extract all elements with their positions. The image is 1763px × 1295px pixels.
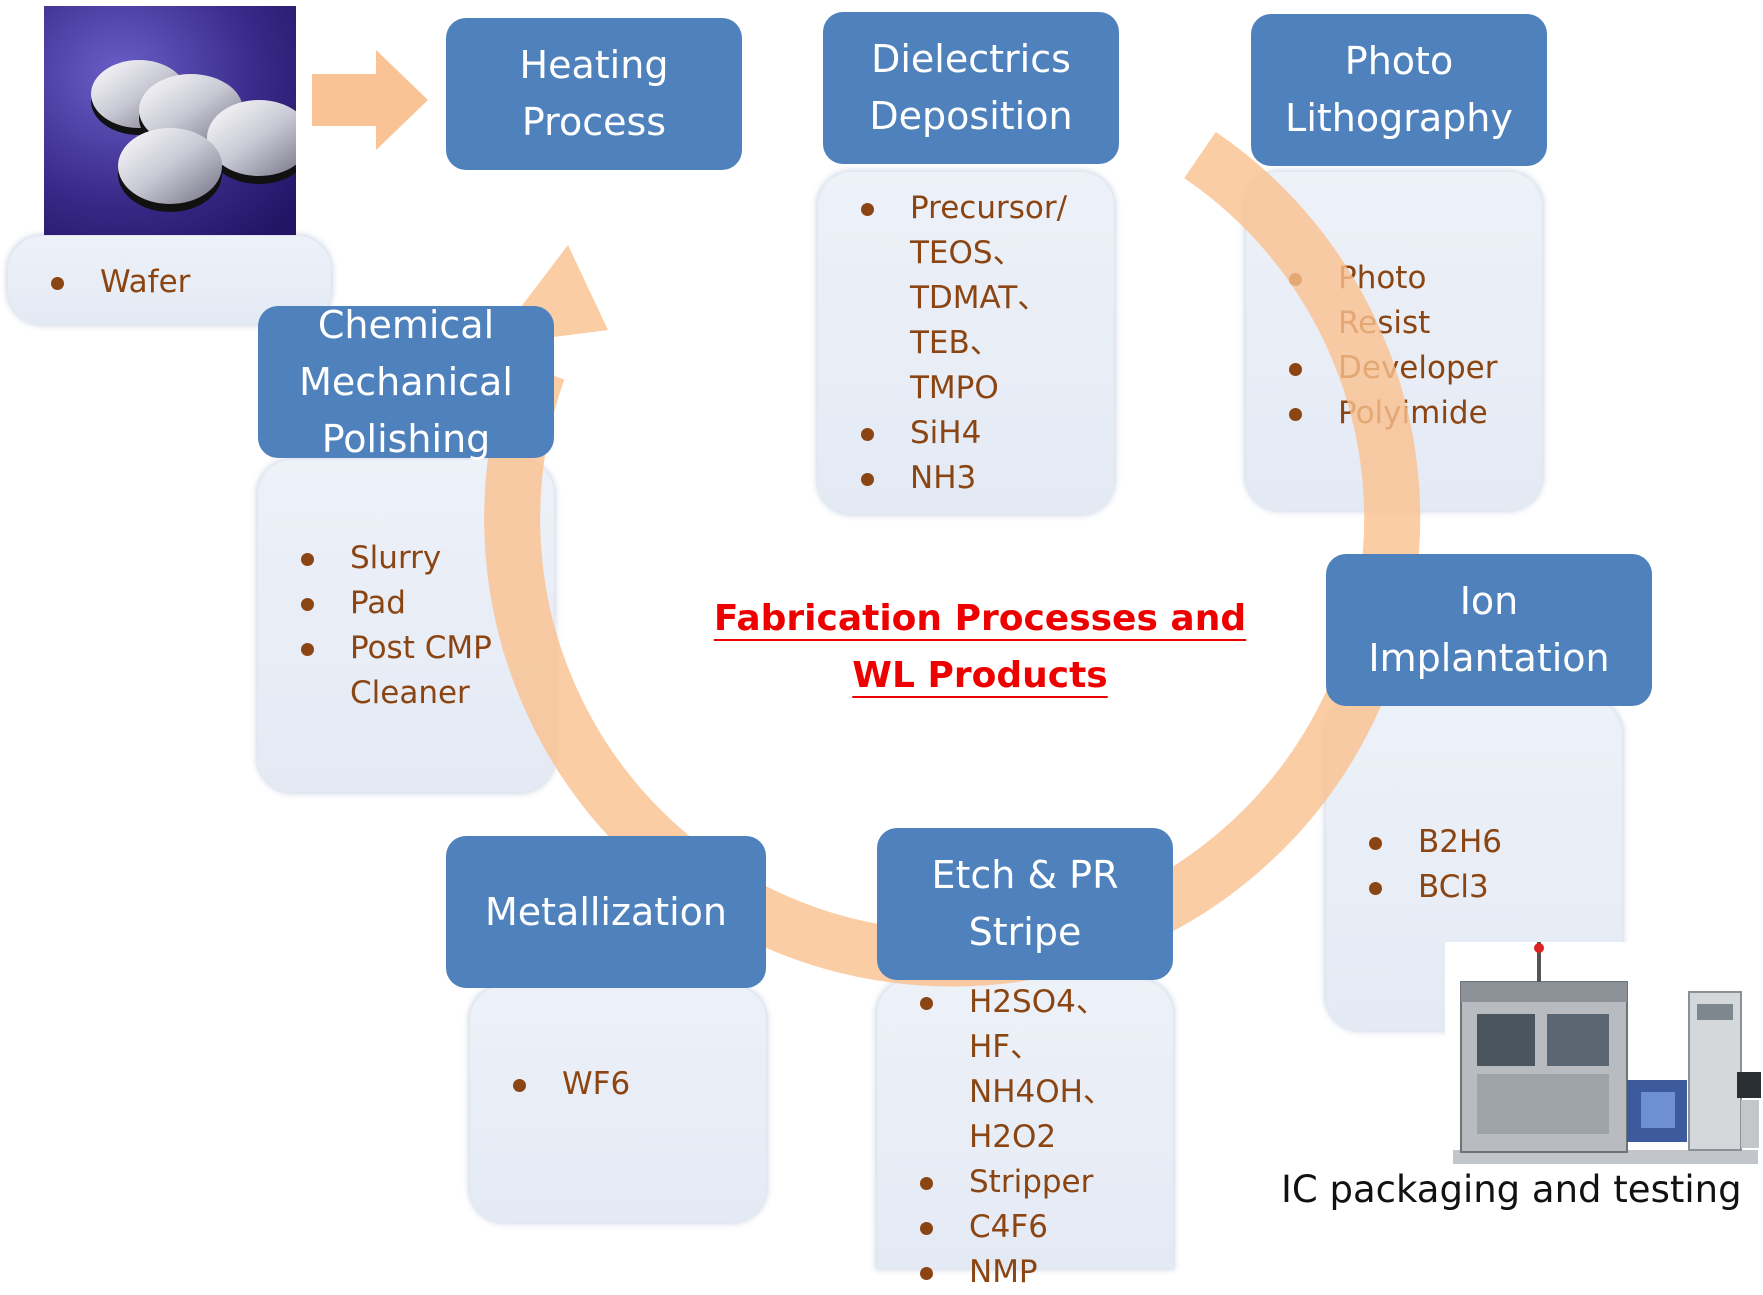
step-label: Polishing [321, 416, 491, 461]
product-item: TEB、 [910, 325, 1001, 361]
product-item: TDMAT、 [910, 280, 1049, 316]
product-item: B2H6 [1369, 820, 1622, 865]
product-item: H2SO4、 [920, 980, 1173, 1025]
product-item: Cleaner [350, 675, 470, 711]
step-label: Implantation [1368, 636, 1610, 680]
step-label: Metallization [484, 889, 728, 934]
product-item: Pad [301, 581, 554, 626]
product-item: Developer [1289, 346, 1542, 391]
product-item: Post CMP [301, 626, 554, 671]
etch-product-panel: H2SO4、 HF、 NH4OH、 H2O2 Stripper C4F6 NMP [877, 980, 1173, 1290]
photo-product-panel: Photo Resist Developer Polyimide [1246, 172, 1542, 510]
title-line: Fabrication Processes and [713, 598, 1247, 639]
product-item: Stripper [920, 1160, 1173, 1205]
step-label: Deposition [869, 94, 1073, 138]
product-item: Polyimide [1289, 391, 1542, 436]
packaging-caption: IC packaging and testing [1281, 1168, 1742, 1211]
product-item: Slurry [301, 536, 554, 581]
step-label: Mechanical [299, 359, 513, 404]
product-item: TMPO [910, 370, 999, 406]
product-item: SiH4 [861, 411, 1114, 456]
step-label: Etch & PR [931, 853, 1119, 897]
product-item: C4F6 [920, 1205, 1173, 1250]
step-label: Heating [519, 43, 669, 87]
product-item: NH3 [861, 456, 1114, 501]
metal-product-panel: WF6 [470, 986, 766, 1222]
product-item: WF6 [513, 1062, 766, 1107]
wafer-product-panel: Wafer [8, 236, 331, 324]
equipment-photo [1445, 942, 1763, 1172]
wafer-to-heating-arrow [312, 50, 428, 150]
cmp-product-panel: Slurry Pad Post CMP Cleaner [258, 460, 554, 792]
product-item: Resist [1338, 305, 1431, 341]
step-label: Stripe [968, 910, 1082, 954]
step-label: Chemical [317, 302, 495, 347]
step-label: Photo [1344, 39, 1454, 83]
product-item: H2O2 [969, 1119, 1057, 1155]
diagram-title: Fabrication Processes and WL Products [700, 590, 1260, 704]
product-item: TEOS、 [910, 235, 1024, 271]
step-label: Ion [1459, 579, 1519, 623]
dielectrics-product-panel: Precursor/ TEOS、 TDMAT、 TEB、 TMPO SiH4 N… [818, 172, 1114, 514]
title-line: WL Products [852, 655, 1108, 696]
step-label: Lithography [1285, 96, 1513, 140]
step-label: Process [521, 100, 667, 144]
step-label: Dielectrics [871, 37, 1071, 81]
etch-pr-stripe-box: Etch & PR Stripe [877, 828, 1173, 980]
product-item: Wafer [51, 260, 331, 305]
product-item: BCl3 [1369, 865, 1622, 910]
product-item: NH4OH、 [969, 1074, 1114, 1110]
product-item: Photo [1289, 256, 1542, 301]
product-item: NMP [920, 1250, 1173, 1295]
wafer-photo [44, 6, 296, 235]
metallization-box: Metallization [446, 836, 766, 988]
product-item: HF、 [969, 1029, 1042, 1065]
product-item: Precursor/ [861, 186, 1114, 231]
